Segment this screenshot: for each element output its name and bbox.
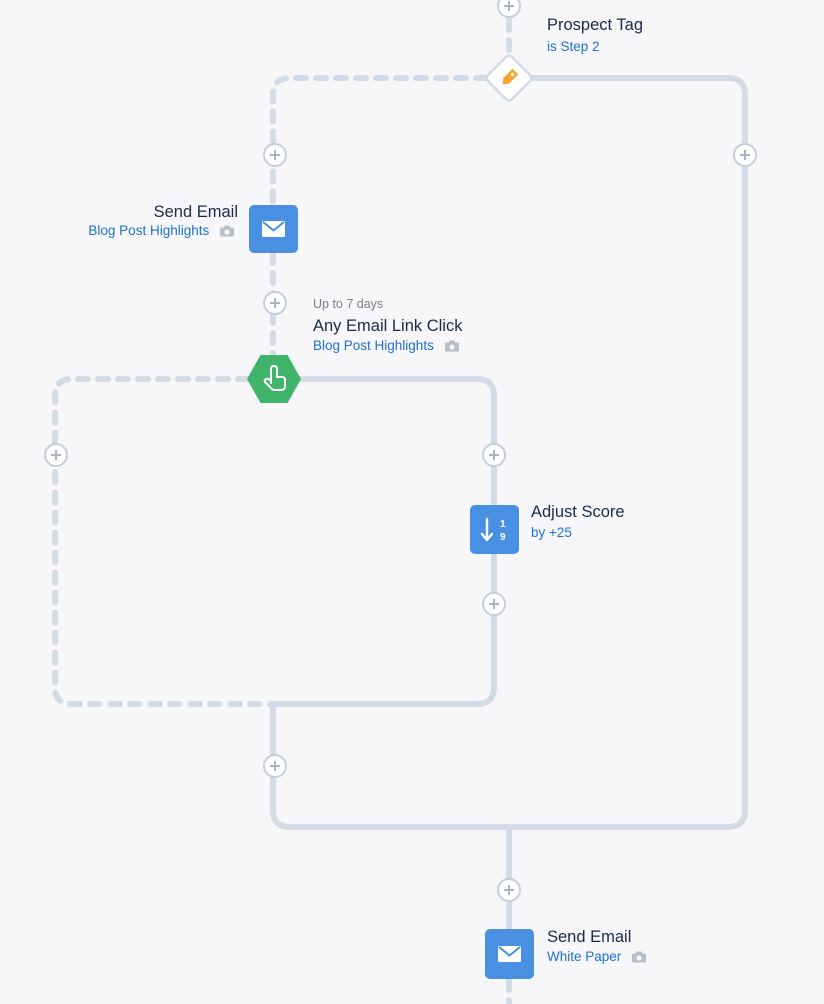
send-email-node[interactable]: [249, 205, 298, 253]
prospect-tag-rule-node[interactable]: [485, 54, 533, 102]
plus-icon: [489, 450, 499, 460]
sort-score-icon: 1 9: [480, 517, 506, 543]
envelope-icon: [262, 221, 285, 237]
add-step-button[interactable]: [44, 443, 68, 467]
step-title: Adjust Score: [531, 503, 625, 521]
email-template-link[interactable]: Blog Post Highlights: [88, 223, 210, 238]
tag-icon: [502, 68, 519, 85]
add-step-button[interactable]: [263, 143, 287, 167]
plus-icon: [504, 1, 514, 11]
step-subtitle-line: Blog Post Highlights: [88, 223, 235, 238]
step-title: Any Email Link Click: [313, 317, 463, 335]
email-template-link[interactable]: White Paper: [547, 949, 622, 964]
connector-trigger-yes-branch: [295, 376, 497, 508]
plus-icon: [270, 150, 280, 160]
plus-icon: [51, 450, 61, 460]
email-link-click-trigger-node[interactable]: [247, 355, 301, 403]
svg-text:1: 1: [500, 519, 506, 530]
email-template-link[interactable]: Blog Post Highlights: [313, 338, 434, 353]
plus-icon: [489, 599, 499, 609]
step-title: Prospect Tag: [547, 16, 644, 34]
step-subtitle-line: Blog Post Highlights: [313, 338, 460, 353]
add-step-button[interactable]: [263, 754, 287, 778]
wait-duration: Up to 7 days: [313, 297, 384, 311]
connector-tag-no-branch: [270, 75, 489, 208]
connectors: [52, 0, 748, 1004]
connector-score-down: [270, 551, 497, 707]
adjust-score-node[interactable]: 1 9: [470, 505, 519, 554]
plus-icon: [270, 298, 280, 308]
add-step-button[interactable]: [497, 0, 521, 18]
camera-icon[interactable]: [219, 225, 235, 237]
envelope-icon: [498, 946, 521, 962]
add-step-button[interactable]: [482, 443, 506, 467]
add-step-button[interactable]: [263, 291, 287, 315]
plus-icon: [740, 150, 750, 160]
plus-icon: [504, 885, 514, 895]
camera-icon[interactable]: [444, 340, 460, 352]
add-step-button[interactable]: [482, 592, 506, 616]
connector-trigger-no-branch: [52, 376, 276, 707]
camera-icon[interactable]: [631, 951, 647, 963]
add-step-button[interactable]: [733, 143, 757, 167]
step-subtitle: by +25: [531, 525, 572, 540]
add-step-button[interactable]: [497, 878, 521, 902]
step-title: Send Email: [547, 928, 632, 946]
connector-tag-yes-branch: [270, 75, 748, 830]
pointer-hand-icon: [263, 365, 286, 391]
send-email-node[interactable]: [485, 929, 534, 979]
plus-icon: [270, 761, 280, 771]
svg-text:9: 9: [500, 532, 506, 543]
step-subtitle: is Step 2: [547, 39, 600, 54]
add-buttons: [44, 0, 757, 902]
step-title: Send Email: [153, 203, 238, 221]
step-subtitle-line: White Paper: [547, 949, 647, 964]
